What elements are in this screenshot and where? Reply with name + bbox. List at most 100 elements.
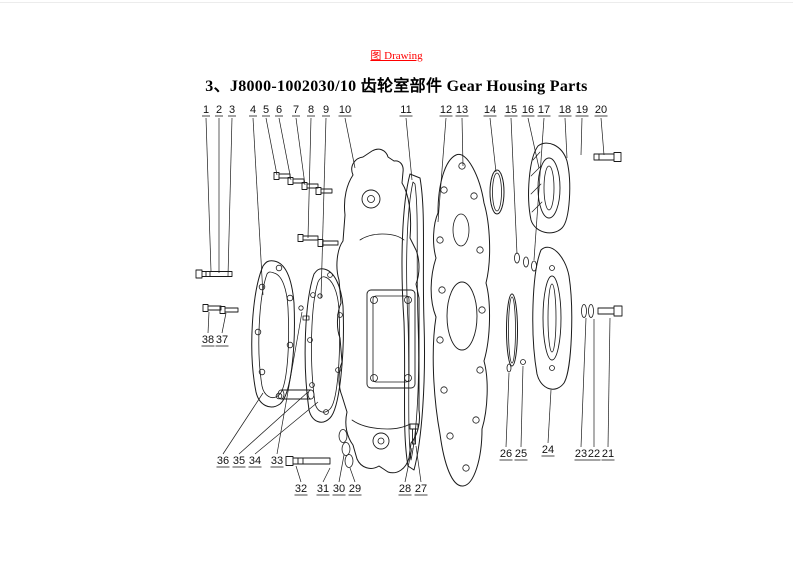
- callout-number-33: 33: [271, 455, 283, 467]
- exploded-view-artwork: [195, 142, 623, 487]
- callout-number-20: 20: [595, 104, 607, 116]
- callout-number-3: 3: [229, 104, 235, 116]
- part-rear-gasket: [401, 173, 426, 471]
- callout-number-35: 35: [233, 455, 245, 467]
- callout-number-5: 5: [263, 104, 269, 116]
- page-title: 3、J8000-1002030/10 齿轮室部件 Gear Housing Pa…: [205, 78, 588, 95]
- callout-number-16: 16: [522, 104, 534, 116]
- bolt-icon: [593, 152, 622, 162]
- callout-number-13: 13: [456, 104, 468, 116]
- callout-leader-10: [344, 117, 356, 169]
- callout-number-4: 4: [250, 104, 256, 116]
- callout-number-31: 31: [317, 483, 329, 495]
- callout-leader-3: [227, 117, 233, 277]
- callout-leader-31: [322, 467, 331, 483]
- callout-leader-25: [520, 365, 524, 448]
- callout-number-23: 23: [575, 448, 587, 460]
- callout-leader-1: [205, 117, 212, 272]
- callout-leader-9: [320, 117, 327, 299]
- part-gear-housing-plate: [430, 153, 491, 487]
- callout-number-21: 21: [602, 448, 614, 460]
- callout-leader-37: [221, 312, 227, 334]
- callout-number-18: 18: [559, 104, 571, 116]
- callout-leader-32: [295, 465, 302, 483]
- callout-number-12: 12: [440, 104, 452, 116]
- part-o-ring-top: [489, 169, 505, 215]
- callout-leader-26: [505, 372, 510, 448]
- callout-number-36: 36: [217, 455, 229, 467]
- callout-leader-17: [533, 117, 545, 261]
- callout-leader-24: [547, 389, 552, 444]
- bolt-icon: [317, 239, 339, 247]
- callout-number-25: 25: [515, 448, 527, 460]
- callout-number-14: 14: [484, 104, 496, 116]
- callout-leader-14: [489, 117, 497, 173]
- top-divider: [0, 2, 793, 3]
- callout-number-9: 9: [323, 104, 329, 116]
- callout-number-34: 34: [249, 455, 261, 467]
- callout-leader-23: [580, 317, 587, 448]
- part-left-cover: [251, 260, 295, 408]
- callout-number-37: 37: [216, 334, 228, 346]
- bolt-icon: [285, 456, 331, 466]
- callout-leader-6: [278, 117, 292, 181]
- callout-number-27: 27: [415, 483, 427, 495]
- callout-number-26: 26: [500, 448, 512, 460]
- callout-leader-15: [510, 117, 518, 255]
- callout-leader-36: [222, 392, 264, 455]
- callout-leader-16: [527, 117, 540, 169]
- bolt-icon: [315, 187, 333, 195]
- callout-leader-27: [415, 445, 422, 483]
- bolt-icon: [597, 305, 623, 317]
- callout-leader-21: [607, 317, 611, 448]
- callout-number-1: 1: [203, 104, 209, 116]
- callout-leader-33: [276, 311, 303, 455]
- part-small-washers: [514, 252, 537, 272]
- callout-leader-7: [295, 117, 306, 186]
- callout-leader-30: [338, 454, 345, 483]
- bolt-icon: [195, 269, 233, 279]
- callout-leader-12: [437, 117, 447, 223]
- callout-leader-19: [580, 117, 583, 156]
- bolt-icon: [202, 304, 222, 312]
- callout-leader-20: [600, 117, 605, 156]
- drawing-link[interactable]: 图 Drawing: [370, 50, 423, 62]
- callout-number-19: 19: [576, 104, 588, 116]
- callout-number-22: 22: [588, 448, 600, 460]
- pin-icon: [277, 389, 315, 400]
- part-rear-cover-top: [528, 142, 571, 234]
- callout-number-38: 38: [202, 334, 214, 346]
- callout-number-30: 30: [333, 483, 345, 495]
- callout-leader-8: [307, 117, 312, 239]
- callout-number-6: 6: [276, 104, 282, 116]
- callout-number-17: 17: [538, 104, 550, 116]
- callout-number-15: 15: [505, 104, 517, 116]
- callout-number-29: 29: [349, 483, 361, 495]
- callout-number-32: 32: [295, 483, 307, 495]
- callout-number-10: 10: [339, 104, 351, 116]
- callout-number-8: 8: [308, 104, 314, 116]
- callout-number-28: 28: [399, 483, 411, 495]
- part-gear-housing-body: [298, 148, 420, 474]
- callout-number-24: 24: [542, 444, 554, 456]
- part-rear-cover-bottom: [532, 246, 573, 390]
- bolt-icon: [409, 423, 419, 445]
- callout-leader-38: [207, 311, 210, 334]
- callout-number-7: 7: [293, 104, 299, 116]
- callout-leader-13: [461, 117, 464, 167]
- part-front-gasket: [304, 268, 344, 423]
- callout-leader-35: [238, 391, 309, 455]
- callout-leader-4: [252, 117, 264, 296]
- part-o-ring-bottom: [506, 293, 518, 367]
- callout-number-11: 11: [400, 104, 411, 116]
- callout-leader-34: [254, 401, 319, 455]
- bolt-icon: [219, 306, 239, 314]
- callout-leader-29: [349, 467, 356, 483]
- callout-leader-5: [265, 117, 278, 176]
- callout-leader-28: [404, 447, 413, 483]
- callout-leader-11: [405, 117, 413, 181]
- callout-leader-18: [564, 117, 568, 159]
